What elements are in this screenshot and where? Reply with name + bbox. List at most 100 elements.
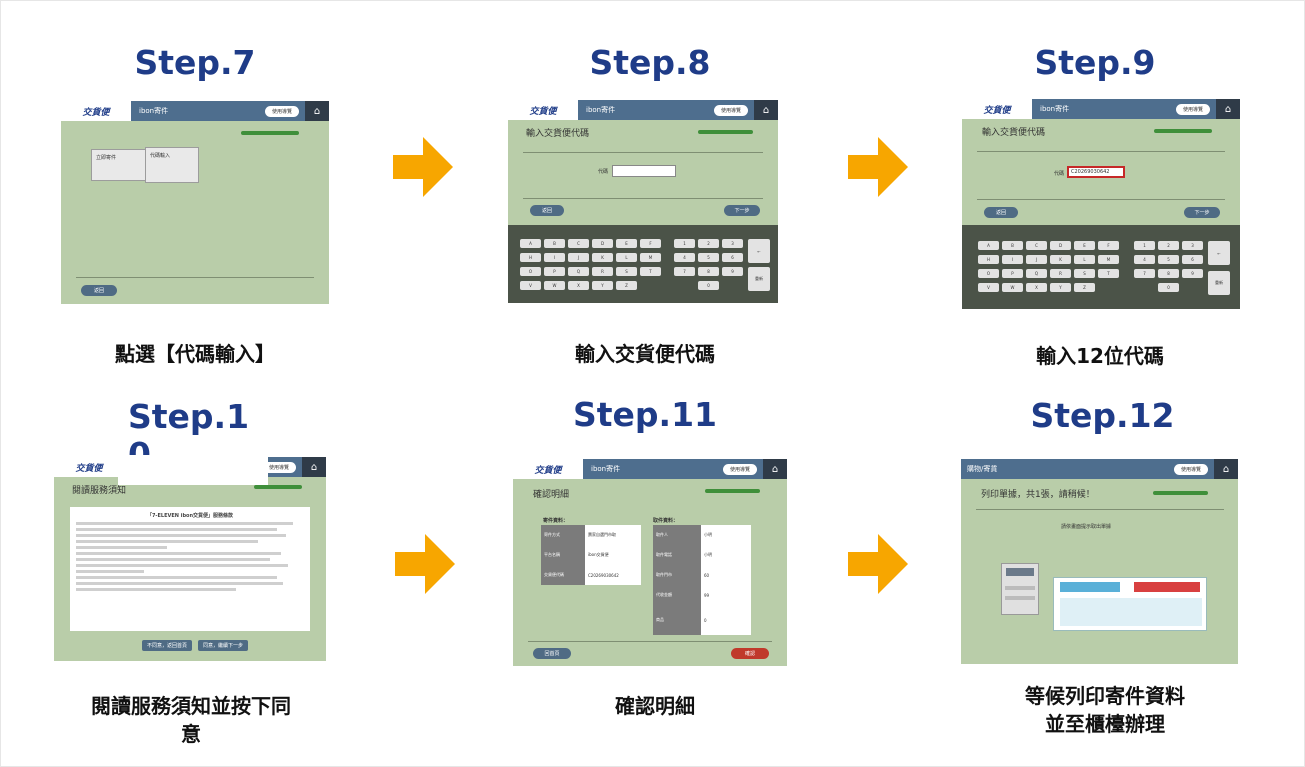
key[interactable]: F [640,239,661,248]
key[interactable]: 2 [698,239,719,248]
help-button[interactable]: 使用導覽 [1174,464,1208,475]
key[interactable]: Y [592,281,613,290]
key[interactable]: I [544,253,565,262]
key[interactable]: 6 [1182,255,1203,264]
key[interactable]: 7 [674,267,695,276]
option-code-input[interactable]: 代碼輸入 [145,147,199,183]
key[interactable]: O [978,269,999,278]
key[interactable]: 0 [1158,283,1179,292]
key[interactable]: 5 [698,253,719,262]
help-button[interactable]: 使用導覽 [714,105,748,116]
service-notice-document[interactable]: 「7-ELEVEN ibon交貨便」服務條款 [70,507,310,631]
home-icon[interactable]: ⌂ [763,459,787,479]
key[interactable]: 4 [1134,255,1155,264]
key[interactable]: K [1050,255,1071,264]
key[interactable]: Z [616,281,637,290]
key[interactable]: E [1074,241,1095,250]
key[interactable]: Q [1026,269,1047,278]
key[interactable]: T [1098,269,1119,278]
key[interactable]: H [978,255,999,264]
key[interactable]: O [520,267,541,276]
code-input[interactable]: C20269030642 [1067,166,1125,178]
help-button[interactable]: 使用導覽 [265,106,299,117]
help-button[interactable]: 使用導覽 [723,464,757,475]
key[interactable]: B [1002,241,1023,250]
key[interactable]: L [616,253,637,262]
key[interactable]: M [640,253,661,262]
back-button[interactable]: 返回 [530,205,564,216]
agree-button[interactable]: 同意，繼續下一步 [198,640,248,651]
key[interactable]: 8 [1158,269,1179,278]
key[interactable]: 5 [1158,255,1179,264]
key[interactable]: Z [1074,283,1095,292]
key[interactable]: W [544,281,565,290]
key[interactable]: D [592,239,613,248]
home-icon[interactable]: ⌂ [1216,99,1240,119]
key[interactable]: 3 [1182,241,1203,250]
key[interactable]: J [568,253,589,262]
key[interactable]: X [1026,283,1047,292]
key[interactable]: R [1050,269,1071,278]
home-icon[interactable]: ⌂ [1214,459,1238,479]
key[interactable]: R [592,267,613,276]
key[interactable]: 1 [1134,241,1155,250]
clear-key[interactable]: 重新 [1208,271,1230,295]
key[interactable]: M [1098,255,1119,264]
back-button[interactable]: 返回 [81,285,117,296]
clear-key[interactable]: 重新 [748,267,770,291]
divider [523,198,763,199]
key[interactable]: 1 [674,239,695,248]
key[interactable]: V [520,281,541,290]
code-input[interactable] [612,165,676,177]
key[interactable]: L [1074,255,1095,264]
disagree-button[interactable]: 不同意，返回首頁 [142,640,192,651]
key[interactable]: T [640,267,661,276]
key[interactable]: 8 [698,267,719,276]
option-immediate-send[interactable]: 立即寄件 [91,149,146,181]
key[interactable]: 4 [674,253,695,262]
key[interactable]: 9 [722,267,743,276]
confirm-button[interactable]: 確認 [731,648,769,659]
key[interactable]: 0 [698,281,719,290]
home-icon[interactable]: ⌂ [302,457,326,477]
key[interactable]: Y [1050,283,1071,292]
key[interactable]: A [978,241,999,250]
key[interactable]: Q [568,267,589,276]
key[interactable]: W [1002,283,1023,292]
key[interactable]: S [1074,269,1095,278]
key[interactable]: K [592,253,613,262]
home-icon[interactable]: ⌂ [754,100,778,120]
key[interactable]: X [568,281,589,290]
key[interactable]: C [1026,241,1047,250]
key[interactable]: I [1002,255,1023,264]
key[interactable]: P [1002,269,1023,278]
printer-tray [1005,586,1035,590]
key[interactable]: C [568,239,589,248]
next-button[interactable]: 下一步 [724,205,760,216]
key[interactable]: D [1050,241,1071,250]
key[interactable]: 2 [1158,241,1179,250]
backspace-key[interactable]: ← [748,239,770,263]
key[interactable]: E [616,239,637,248]
help-button[interactable]: 使用導覽 [1176,104,1210,115]
key[interactable]: P [544,267,565,276]
step-12-caption-line2: 並至櫃檯辦理 [1045,712,1165,736]
key[interactable]: V [978,283,999,292]
key[interactable]: 7 [1134,269,1155,278]
key[interactable]: 9 [1182,269,1203,278]
key[interactable]: H [520,253,541,262]
next-button[interactable]: 下一步 [1184,207,1220,218]
key[interactable]: B [544,239,565,248]
back-button[interactable]: 返回 [984,207,1018,218]
key[interactable]: J [1026,255,1047,264]
backspace-key[interactable]: ← [1208,241,1230,265]
key[interactable]: F [1098,241,1119,250]
key[interactable]: S [616,267,637,276]
key[interactable]: 3 [722,239,743,248]
help-button[interactable]: 使用導覽 [262,462,296,473]
sender-row-label: 寄件方式 [541,525,585,545]
key[interactable]: A [520,239,541,248]
key[interactable]: 6 [722,253,743,262]
home-return-button[interactable]: 回首頁 [533,648,571,659]
home-icon[interactable]: ⌂ [305,101,329,121]
